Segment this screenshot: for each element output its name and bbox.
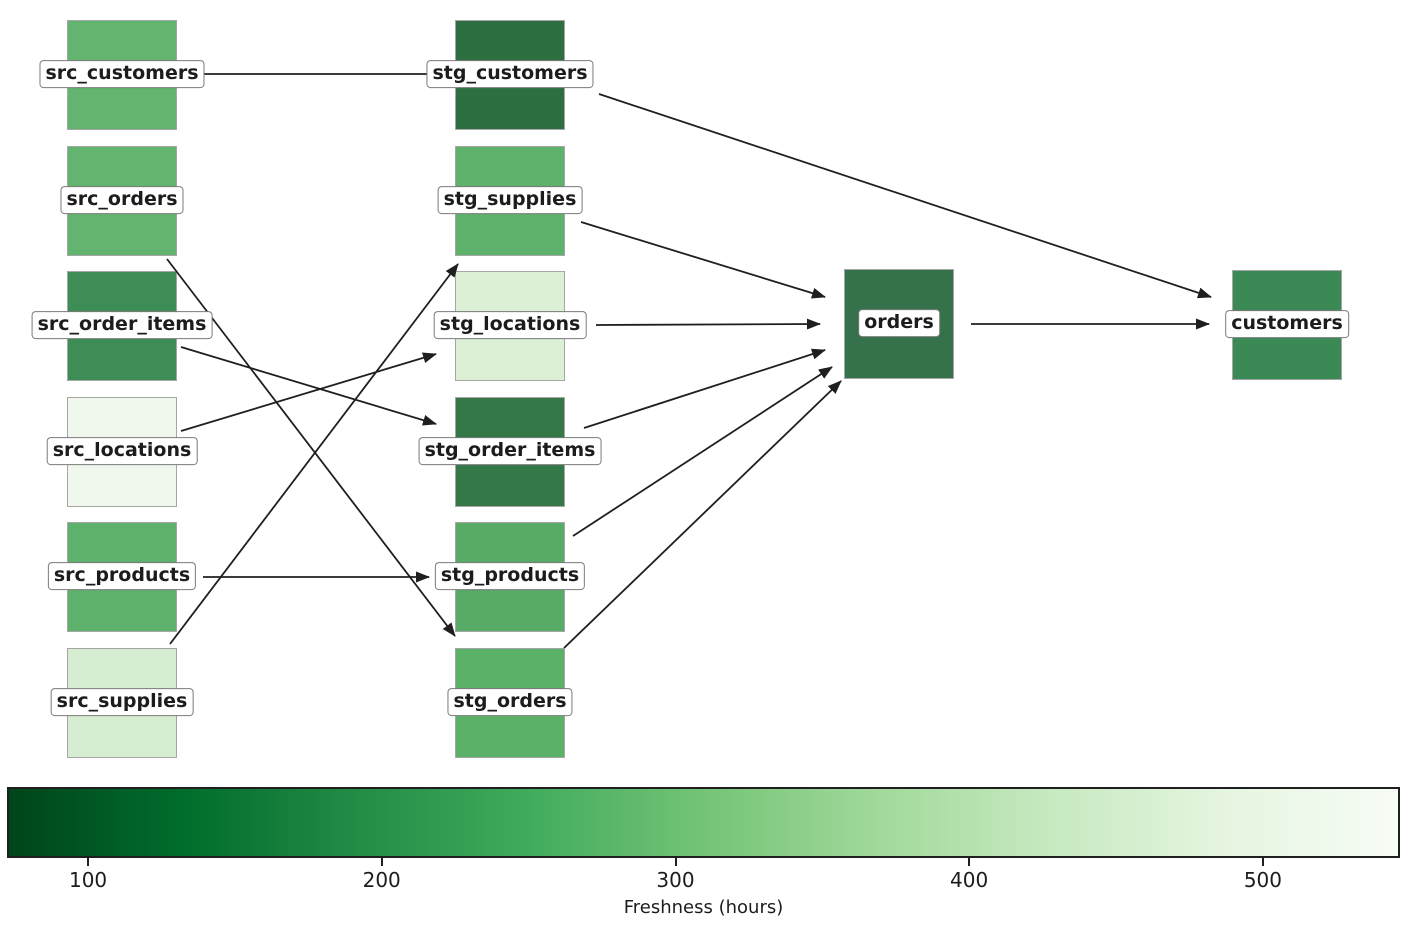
colorbar-tick-label: 400 [950,868,989,892]
edge-src_orders-to-stg_orders [166,258,456,637]
edge-stg_products-to-orders [572,366,833,537]
edge-src_supplies-to-stg_supplies [169,263,459,645]
colorbar-tick-mark [674,858,677,866]
edge-src_order_items-to-stg_order_items [180,346,437,426]
colorbar-tick-mark [87,858,90,866]
edge-stg_customers-to-customers [598,93,1212,299]
node-label-customers: customers [1225,310,1349,338]
node-label-stg_supplies: stg_supplies [437,186,583,214]
node-label-src_products: src_products [47,562,197,590]
edge-stg_orders-to-orders [563,380,842,649]
edge-stg_order_items-to-orders [583,348,826,429]
colorbar-tick-label: 300 [656,868,695,892]
node-label-stg_orders: stg_orders [447,688,573,716]
colorbar-tick-label: 200 [362,868,401,892]
colorbar-gradient [7,787,1400,858]
colorbar-tick-label: 100 [68,868,108,892]
colorbar: 100 200 300 400 500 Freshness (hours) [7,787,1400,926]
colorbar-tick-mark [1261,858,1264,866]
node-label-orders: orders [858,309,940,337]
node-label-src_customers: src_customers [39,60,205,88]
node-label-src_supplies: src_supplies [50,688,194,716]
colorbar-tick-mark [968,858,971,866]
node-label-stg_order_items: stg_order_items [418,437,602,465]
edge-src_locations-to-stg_locations [180,352,437,432]
edge-stg_locations-to-orders [595,318,821,330]
edge-stg_supplies-to-orders [580,221,826,299]
colorbar-tick-mark [380,858,383,866]
node-label-stg_locations: stg_locations [433,311,587,339]
node-label-src_orders: src_orders [60,186,184,214]
node-label-stg_customers: stg_customers [426,60,594,88]
node-label-src_locations: src_locations [46,437,198,465]
colorbar-axis-label: Freshness (hours) [623,897,784,918]
node-label-stg_products: stg_products [434,562,586,590]
node-label-src_order_items: src_order_items [31,311,213,339]
colorbar-tick-label: 500 [1243,868,1283,892]
